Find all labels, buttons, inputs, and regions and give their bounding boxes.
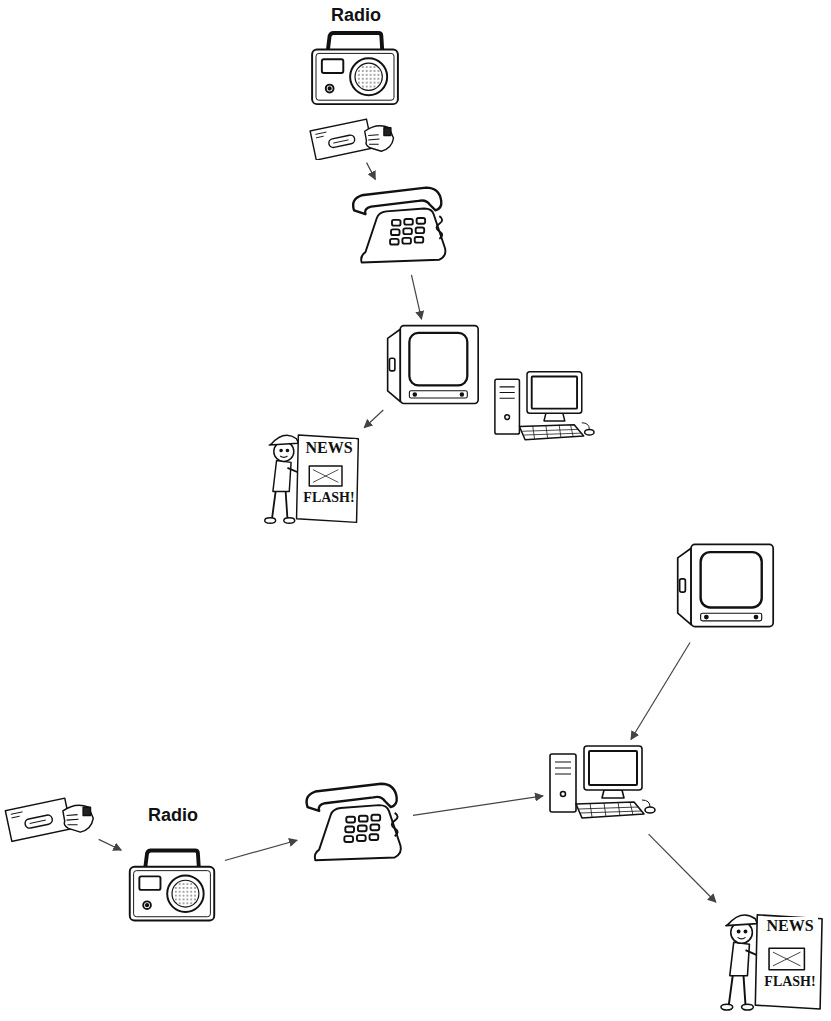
media-icon-node xyxy=(672,532,777,640)
computer-icon xyxy=(550,746,655,818)
letter-in-hand-icon xyxy=(5,798,93,841)
media-icon-node: NEWS FLASH! xyxy=(718,903,826,1015)
arrow-connector xyxy=(367,163,376,180)
arrow-connector xyxy=(631,643,690,740)
arrow-connector xyxy=(225,840,297,860)
newspaper-headline: FLASH! xyxy=(762,974,818,990)
radio-icon xyxy=(312,33,398,104)
telephone-icon xyxy=(307,784,401,861)
television-icon xyxy=(388,326,479,404)
computer-icon xyxy=(495,372,594,440)
media-icon-node xyxy=(300,778,410,870)
media-icon-node xyxy=(378,322,486,408)
newspaper-headline: FLASH! xyxy=(302,490,356,506)
radio-icon xyxy=(130,850,214,920)
media-icon-node xyxy=(4,790,96,842)
arrow-connector xyxy=(413,796,543,815)
media-icon-node: Radio xyxy=(305,5,407,110)
newspaper-headline: NEWS xyxy=(302,439,356,457)
media-icon-node xyxy=(348,182,453,272)
media-icon-node: NEWS FLASH! xyxy=(262,425,362,527)
television-icon xyxy=(678,544,773,626)
media-icon-node xyxy=(546,742,658,832)
icon-label: Radio xyxy=(305,5,407,26)
newspaper-headline: NEWS xyxy=(762,917,818,935)
arrow-connector xyxy=(411,275,421,319)
icon-label: Radio xyxy=(124,805,222,826)
arrow-connector xyxy=(99,839,122,850)
newspaper-boy-icon xyxy=(265,435,359,523)
media-icon-node xyxy=(305,112,400,160)
telephone-icon xyxy=(353,188,445,263)
letter-in-hand-icon xyxy=(310,119,393,160)
media-icon-node: Radio xyxy=(124,805,222,945)
media-icon-node xyxy=(490,368,598,453)
arrow-connector xyxy=(649,834,716,902)
arrow-connector xyxy=(364,410,383,428)
newspaper-boy-icon xyxy=(721,915,822,1010)
